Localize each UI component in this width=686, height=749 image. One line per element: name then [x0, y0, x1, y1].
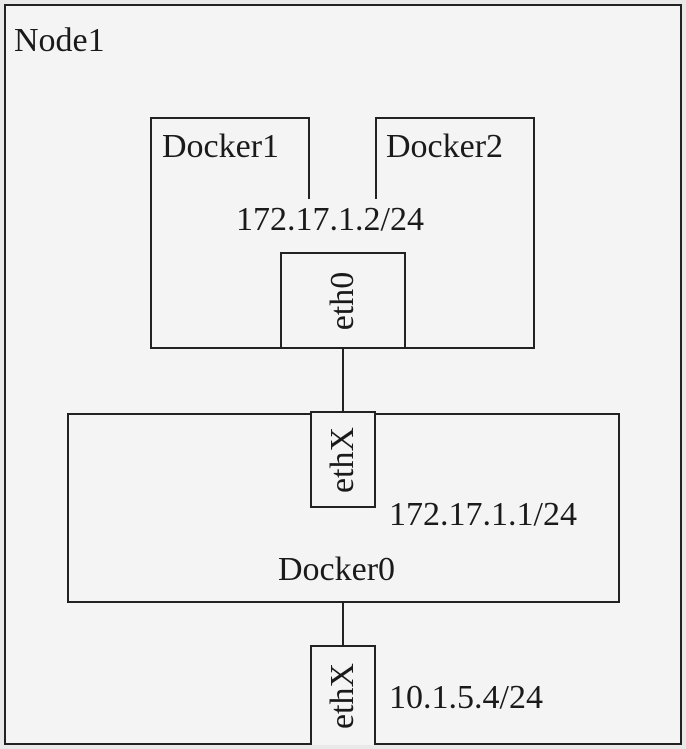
docker1-divider: [308, 117, 310, 199]
bridge-ethx-label: ethX: [324, 426, 361, 494]
container-ip-label: 172.17.1.2/24: [236, 201, 424, 238]
bridge-ip-label: 172.17.1.1/24: [389, 496, 577, 533]
docker2-divider: [375, 117, 377, 199]
host-ip-label: 10.1.5.4/24: [389, 679, 543, 716]
host-ethx-label: ethX: [324, 662, 361, 730]
veth-link: [342, 349, 344, 413]
bridge-ethx-interface: [310, 411, 376, 508]
docker1-label: Docker1: [162, 128, 280, 165]
eth0-interface: [280, 252, 406, 349]
bridge-host-link: [342, 603, 344, 647]
eth0-label: eth0: [324, 271, 361, 331]
host-ethx-interface: [310, 645, 376, 745]
node-label: Node1: [14, 22, 105, 59]
bridge-name-label: Docker0: [278, 551, 396, 588]
docker2-label: Docker2: [386, 128, 504, 165]
